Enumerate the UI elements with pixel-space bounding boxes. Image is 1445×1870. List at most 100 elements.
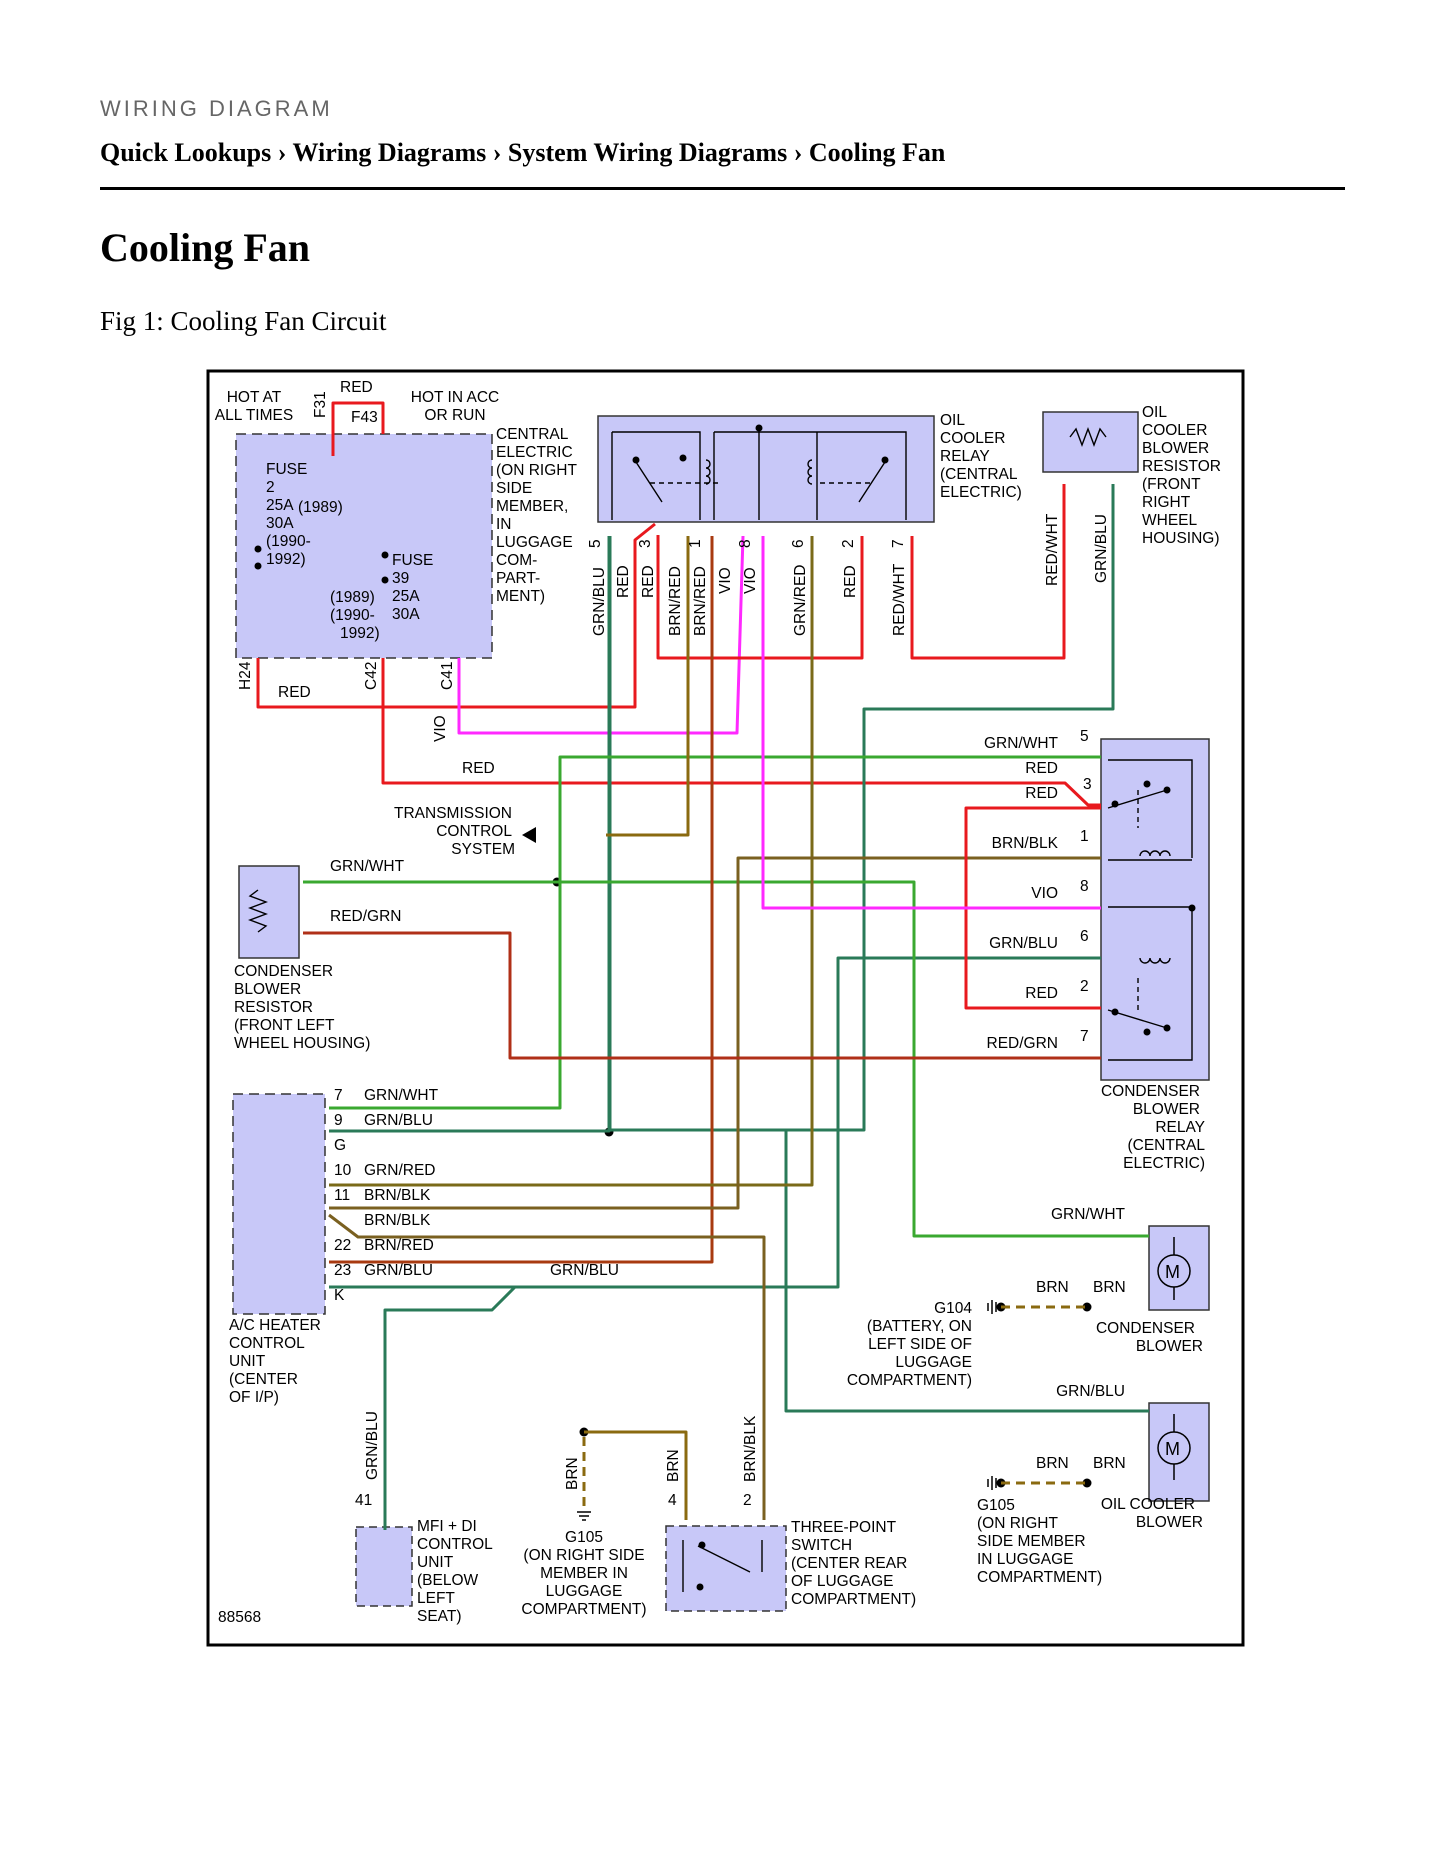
wire-label: BRN [1093,1455,1126,1472]
oil-cooler-blower-resistor-label: (FRONT [1142,476,1201,493]
relay-pin: 1 [687,539,704,548]
wire-label: RED [1025,985,1058,1002]
three-point-switch-label: SWITCH [791,1537,852,1554]
mfi-pin: 41 [355,1492,372,1509]
three-point-switch-label: COMPARTMENT) [791,1591,916,1608]
condenser-blower-resistor-label: BLOWER [234,981,301,998]
mfi-label: MFI + DI [417,1518,477,1535]
wire-label: BRN/RED [667,566,684,636]
transmission-label: SYSTEM [451,841,515,858]
central-electric-label: ELECTRIC [496,444,573,461]
wire-label: GRN/WHT [984,735,1059,752]
fuse-39-year: (1990- [330,607,375,624]
ac-heater-label: UNIT [229,1353,266,1370]
g104-label: LUGGAGE [895,1354,972,1371]
wire-label: BRN/BLK [742,1415,759,1482]
g105-left-label: COMPARTMENT) [521,1601,646,1618]
section-kicker: WIRING DIAGRAM [100,96,333,121]
pin-c42: C42 [363,662,380,690]
three-point-switch-label: OF LUGGAGE [791,1573,894,1590]
fuse-2: 30A [266,515,294,532]
label-hot-at-all-times: HOT AT [227,389,282,406]
wires [256,401,1149,1530]
mfi-label: LEFT [417,1590,455,1607]
wire-label: GRN/BLU [364,1112,433,1129]
oil-cooler-blower-resistor-box [1042,411,1139,473]
wire-label: RED [640,565,657,598]
wire-label-red: RED [462,760,495,777]
breadcrumb-quick-lookups[interactable]: Quick Lookups [100,138,272,167]
wire-label-red: RED [278,684,311,701]
breadcrumb-cooling-fan[interactable]: Cooling Fan [808,138,946,167]
oil-cooler-relay-label: (CENTRAL [940,466,1018,483]
central-electric-label: COM- [496,552,537,569]
mfi-label: SEAT) [417,1608,462,1625]
ac-heater-label: OF I/P) [229,1389,279,1406]
oil-cooler-blower-resistor-label: RIGHT [1142,494,1191,511]
breadcrumb-system-wiring-diagrams[interactable]: System Wiring Diagrams [507,138,788,167]
wire-label: GRN/WHT [364,1087,439,1104]
wire-label: VIO [717,567,734,594]
oil-cooler-blower-label: OIL COOLER [1101,1496,1195,1513]
fuse-2: (1990- [266,533,311,550]
g104-label: G104 [934,1300,972,1317]
ac-heater-control-unit-box [232,1093,326,1315]
condenser-blower-resistor-label: RESISTOR [234,999,313,1016]
g105-right-label: SIDE MEMBER [977,1533,1086,1550]
condenser-blower-resistor-label: WHEEL HOUSING) [234,1035,370,1052]
arrow-icon [522,827,536,843]
oil-cooler-relay-box [597,415,935,523]
wire-label: GRN/RED [792,565,809,636]
central-electric-label: MENT) [496,588,545,605]
mfi-di-control-unit-box [355,1526,413,1607]
breadcrumb-separator: › [486,138,508,167]
fuse-2-year: (1989) [298,499,343,516]
wire-label: BRN/RED [692,566,709,636]
ground-wires [582,1305,1087,1508]
wire-label: BRN [1036,1455,1069,1472]
wire-label: GRN/WHT [1051,1206,1126,1223]
central-electric-label: IN [496,516,512,533]
fuse-2: FUSE [266,461,307,478]
label-f31: F31 [312,391,329,418]
central-electric-label: (ON RIGHT [496,462,577,479]
g104-label: LEFT SIDE OF [868,1336,972,1353]
wire-label: VIO [742,567,759,594]
three-point-switch-label: (CENTER REAR [791,1555,907,1572]
fuse-2: 25A [266,497,294,514]
wire-label: GRN/RED [364,1162,435,1179]
condenser-blower-relay-label: BLOWER [1133,1101,1200,1118]
central-electric-label: SIDE [496,480,532,497]
heater-pin: 9 [334,1112,343,1129]
g105-left-label: (ON RIGHT SIDE [523,1547,644,1564]
wire-label: RED/GRN [987,1035,1058,1052]
oil-cooler-blower-resistor-label: BLOWER [1142,440,1209,457]
heater-pin: 10 [334,1162,352,1179]
g104-label: (BATTERY, ON [867,1318,972,1335]
motor-letter: M [1165,1439,1180,1459]
page-title: Cooling Fan [100,225,311,270]
condenser-blower-resistor-label: CONDENSER [234,963,333,980]
ac-heater-label: A/C HEATER [229,1317,321,1334]
breadcrumb-separator: › [787,138,809,167]
g105-left-label: G105 [565,1529,603,1546]
wire-label: BRN/BLK [992,835,1059,852]
label-hot-at-all-times: ALL TIMES [215,407,293,424]
heater-pin: 11 [334,1187,350,1204]
ac-heater-label: (CENTER [229,1371,298,1388]
oil-cooler-relay-label: COOLER [940,430,1005,447]
oil-cooler-blower-resistor-label: RESISTOR [1142,458,1221,475]
condenser-blower-resistor-label: (FRONT LEFT [234,1017,335,1034]
fuse-39-year: (1989) [330,589,375,606]
wire-label: RED [842,565,859,598]
fuse-39: FUSE [392,552,433,569]
g104-label: COMPARTMENT) [847,1372,972,1389]
relay-pin: 8 [1080,878,1089,895]
ac-heater-label: CONTROL [229,1335,305,1352]
breadcrumb-wiring-diagrams[interactable]: Wiring Diagrams [292,138,487,167]
oil-cooler-blower-resistor-label: WHEEL [1142,512,1198,529]
breadcrumb-separator: › [271,138,293,167]
fuse-39-year: 1992) [340,625,380,642]
wire-label: RED/WHT [1044,513,1061,586]
switch-pin: 2 [743,1492,752,1509]
